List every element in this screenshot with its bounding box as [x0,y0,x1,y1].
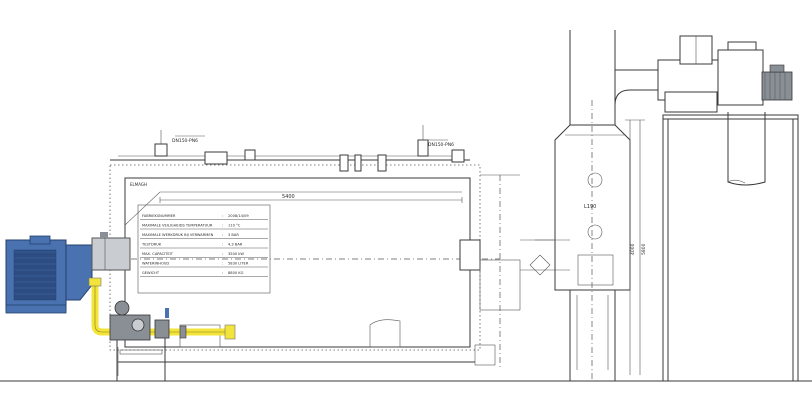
height-dim-a: 4000 [630,243,636,255]
burner-head [91,237,131,271]
plate-row-label: MAXIMALE WERKDRUK BIJ VERWARMEN [142,233,214,237]
plate-row-separator: : [222,262,223,266]
plate-row-label: MAX. CAPACITEIT [142,252,174,256]
length-dimension: 5400 [282,194,295,200]
plate-row-label: FABRIEKSNUMMER [142,214,176,218]
fan-motor [761,71,793,101]
plate-row-value: 5830 LITER [228,262,249,266]
dimension-lines: 4000 5800 [625,119,647,375]
plate-row-separator: : [222,271,223,275]
nozzle-label-left: DN150-PN6 [172,138,198,144]
plate-row-value: 4,3 BAR [228,243,243,247]
plate-row-separator: : [222,233,223,237]
plate-row-label: MAXIMALE VEILIGHEIDS TEMPERATUUR [142,224,213,228]
plate-row-separator: : [222,224,223,228]
plate-row-label: GEWICHT [142,271,160,275]
plate-row-separator: : [222,243,223,247]
burner [5,232,131,314]
nozzle-label-right: DN150-PN6 [428,142,454,148]
plate-row-value: 3 BAR [228,233,239,237]
plate-row-value: 2008/14/09 [228,214,249,218]
brand-label: ELMAGH [130,182,147,187]
plate-row-value: 110 °C [228,224,241,228]
fan-frame [614,35,799,381]
plate-row-label: TESTDRUK [141,243,162,247]
gas-train [88,277,236,381]
plate-row-value: 8800 KG [228,271,244,275]
plate-row-label: WATERINHOUD [142,262,169,266]
plate-row-value: 3500 kW [228,252,244,256]
plate-row-separator: : [222,252,223,256]
economizer-label: L190 [584,204,596,210]
top-nozzles: DN150-PN6 DN150-PN6 ELMAGH [130,125,465,187]
height-dim-b: 5800 [641,243,647,255]
rear-chamber [459,174,570,370]
boiler-feet [117,319,475,376]
plate-row-separator: : [222,214,223,218]
